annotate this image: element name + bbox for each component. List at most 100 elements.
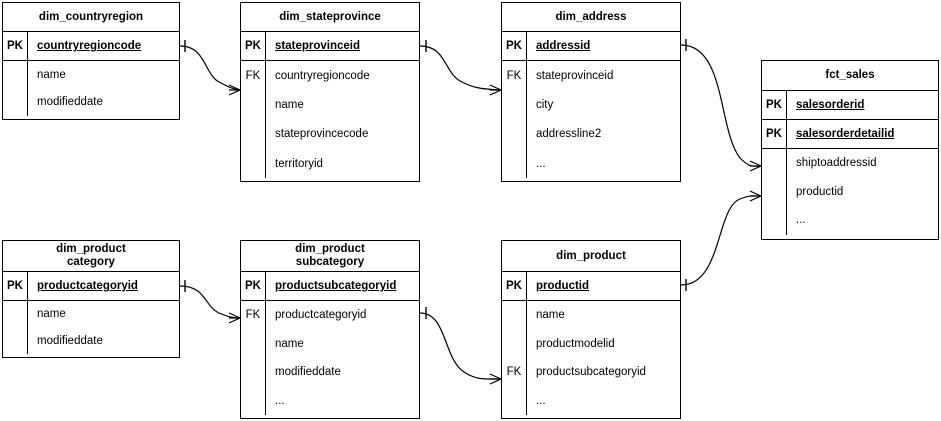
entity-title-line: dim_countryregion — [38, 10, 144, 23]
key-badge-empty — [502, 120, 526, 149]
field-name: countryregioncode — [37, 40, 142, 52]
key-column — [3, 61, 28, 117]
key-badge-empty — [762, 206, 786, 235]
key-column: FK — [241, 61, 266, 179]
key-badge-pk: PK — [3, 272, 28, 300]
field-name: productid — [536, 280, 590, 292]
entity-title-dim_address: dim_address — [502, 3, 680, 32]
field-name: stateprovinceid — [275, 40, 360, 52]
field-name: territoryid — [275, 157, 323, 170]
key-badge-fk: FK — [506, 69, 522, 82]
field-name: name — [275, 98, 304, 111]
connector-address-fctsales — [680, 39, 762, 172]
field-name: modifieddate — [37, 334, 103, 347]
entity-title-line: category — [67, 256, 115, 268]
key-badge-empty — [502, 387, 526, 416]
key-badge-pk: PK — [762, 120, 787, 148]
key-badge-empty — [502, 149, 526, 178]
entity-attributes: FK stateprovinceid city addressline2... — [502, 61, 680, 179]
key-badge-empty — [3, 89, 27, 117]
connector-stateprovince-address — [419, 40, 502, 96]
key-badge-empty — [502, 90, 526, 119]
key-badge-pk: PK — [3, 32, 28, 60]
field-name: productsubcategoryid — [275, 280, 397, 292]
field-name: name — [37, 68, 66, 81]
field-name: shiptoaddressid — [796, 157, 877, 170]
entity-row-pk[interactable]: PK salesorderdetailid — [762, 120, 938, 149]
entity-row-pk[interactable]: PK productsubcategoryid — [241, 272, 419, 301]
field-column: shiptoaddressid productid... — [787, 149, 938, 235]
field-name: salesorderdetailid — [796, 128, 895, 140]
key-badge-empty — [241, 358, 265, 387]
key-badge-empty — [502, 301, 526, 330]
entity-title-dim_product: dim_product — [502, 241, 680, 272]
field-column: name modifieddate — [28, 61, 179, 116]
key-column: FK — [502, 301, 527, 416]
key-badge-fk: FK — [245, 69, 261, 82]
field-name: modifieddate — [37, 96, 103, 109]
entity-title-line: subcategory — [295, 256, 365, 268]
field-name: countryregioncode — [275, 69, 370, 82]
key-badge-empty — [3, 328, 27, 355]
connector-countryregion-stateprovince — [179, 40, 241, 96]
field-name: ... — [536, 157, 546, 170]
key-badge-fk: FK — [245, 309, 261, 322]
entity-title-dim_countryregion: dim_countryregion — [3, 3, 179, 32]
field-name: addressline2 — [536, 128, 602, 141]
entity-attributes: name modifieddate — [3, 61, 179, 117]
field-name: modifieddate — [275, 366, 341, 379]
entity-title-line: fct_sales — [825, 69, 875, 81]
field-name: productid — [796, 185, 844, 198]
key-badge-pk: PK — [502, 272, 527, 300]
key-badge-empty — [241, 330, 265, 359]
entity-title-line: dim_address — [555, 10, 627, 23]
field-name: ... — [796, 214, 806, 227]
key-badge-empty — [3, 301, 27, 328]
field-name: stateprovincecode — [275, 128, 369, 141]
field-name: name — [275, 337, 304, 350]
key-badge-empty — [241, 149, 265, 178]
entity-row-pk[interactable]: PK countryregioncode — [3, 32, 179, 61]
connector-subcategory-product — [419, 307, 502, 385]
key-column: FK — [241, 301, 266, 416]
connector-productcategory-subcategory — [179, 280, 241, 324]
field-name: ... — [275, 394, 285, 407]
entity-title-line: dim_product — [56, 243, 126, 255]
entity-attributes: FK productcategoryid name modifieddate... — [241, 301, 419, 416]
field-name: stateprovinceid — [536, 69, 614, 82]
field-name: city — [536, 98, 554, 111]
key-column: FK — [502, 61, 527, 179]
entity-title-line: dim_product — [556, 249, 626, 262]
key-column — [762, 149, 787, 235]
entity-title-fct_sales: fct_sales — [762, 61, 938, 91]
field-name: productcategoryid — [275, 309, 367, 322]
entity-attributes: FK countryregioncode name stateprovincecode… — [241, 61, 419, 179]
field-name: productcategoryid — [37, 280, 138, 292]
field-name: ... — [536, 394, 546, 407]
field-name: productsubcategoryid — [536, 366, 646, 379]
entity-attributes: shiptoaddressid productid... — [762, 149, 938, 235]
connector-product-fctsales — [680, 190, 762, 291]
key-badge-pk: PK — [241, 272, 266, 300]
entity-row-pk[interactable]: PK productid — [502, 272, 680, 301]
entity-row-pk[interactable]: PK productcategoryid — [3, 272, 179, 301]
key-column — [3, 301, 28, 355]
field-name: salesorderid — [796, 99, 865, 111]
